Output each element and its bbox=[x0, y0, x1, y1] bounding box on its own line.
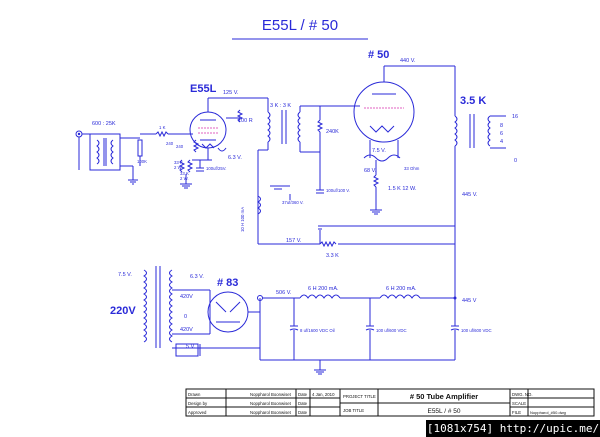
tb-dwg-no-label: DWG. NO. bbox=[512, 392, 533, 397]
tb-drawn-name: Noppharol Boonwiset bbox=[250, 392, 292, 397]
tb-scale-label: SCALE bbox=[512, 401, 526, 406]
power-supply: 220V 7.5 V. 6.3 V. 420V 0 420V 5 V. # 83… bbox=[110, 266, 492, 375]
r100k-label: 100K bbox=[137, 159, 147, 164]
v157-label: 157 V. bbox=[286, 238, 302, 244]
r240-cathode-label: 240 bbox=[176, 144, 184, 149]
tap16-label: 16 bbox=[512, 114, 518, 120]
cathode-cap-label: 100uf/25V. bbox=[206, 166, 226, 171]
tap4-label: 4 bbox=[500, 139, 503, 145]
pt5-label: 5 V. bbox=[186, 344, 196, 350]
title-block: Drawn Noppharol Boonwiset Date 4 Jan, 20… bbox=[185, 388, 595, 417]
tap8-label: 8 bbox=[500, 123, 503, 129]
rect83-label: # 83 bbox=[217, 277, 238, 289]
watermark-banner: [1081x754] http://upic.me/ bbox=[426, 420, 600, 437]
tube50-icon bbox=[353, 81, 415, 143]
tb-design-role: Design by bbox=[188, 401, 208, 406]
choke6h-a-label: 6 H 200 mA. bbox=[308, 286, 339, 292]
cap-100-100-label: 100uf/100 V. bbox=[326, 188, 350, 193]
tube50-label: # 50 bbox=[368, 49, 389, 61]
tb-approved-date-label: Date bbox=[298, 410, 308, 415]
rect83-tube-icon bbox=[207, 291, 249, 333]
e55l-stage: E55L 125 V. 100 R 240 6.3 V. 100uf/25V. … bbox=[166, 83, 253, 189]
input-xfmr-label: 600 : 25K bbox=[92, 121, 116, 127]
input-section: 600 : 25K 100K 1 K bbox=[75, 121, 193, 185]
tb-job-title-label: JOB TITLE bbox=[343, 408, 364, 413]
r68-label: 68 V. bbox=[364, 168, 377, 174]
r33k-a-label: 33 K bbox=[174, 160, 183, 165]
output-transformer: 3.5 K 445 V. 16 8 6 4 0 bbox=[454, 66, 518, 300]
tb-job-title: E55L / # 50 bbox=[427, 408, 460, 415]
v125-label: 125 V. bbox=[223, 90, 239, 96]
e55l-label: E55L bbox=[190, 83, 217, 95]
v445-b-label: 445 V bbox=[462, 298, 477, 304]
cap100b-label: 100 uf/600 VDC bbox=[461, 328, 492, 333]
tb-design-name: Noppharol Boonwiset bbox=[250, 401, 292, 406]
v506-label: 506 V. bbox=[276, 290, 292, 296]
r33k-b-label: 33 K bbox=[180, 171, 189, 176]
tb-project-title: # 50 Tube Amplifier bbox=[410, 392, 478, 401]
schematic-title: E55L / # 50 bbox=[262, 17, 338, 34]
pt75-label: 7.5 V. bbox=[118, 272, 132, 278]
cap37-label: 37uf/360 V. bbox=[282, 200, 304, 205]
r2w-a-label: 2 W. bbox=[174, 165, 183, 170]
pt420b-label: 420V bbox=[180, 327, 193, 333]
v440-label: 440 V. bbox=[400, 58, 416, 64]
interstage-transformer: 3 K : 3 K 240K bbox=[240, 97, 360, 210]
tube50-stage: # 50 440 V. 7.5 V. 33 Ohm 68 V. 1.5 K 12… bbox=[316, 49, 455, 215]
tb-design-date-label: Date bbox=[298, 401, 308, 406]
r100r-label: 100 R bbox=[238, 118, 253, 124]
r240k-label: 240K bbox=[326, 129, 339, 135]
cap100a-label: 100 uf/600 VDC bbox=[376, 328, 407, 333]
v75-label: 7.5 V. bbox=[372, 148, 386, 154]
tap0-label: 0 bbox=[514, 158, 517, 164]
tb-drawn-role: Drawn bbox=[188, 392, 201, 397]
decoupling-section: 10 H 100 mA 37uf/360 V. 157 V. 3.3 K bbox=[240, 185, 455, 259]
cap8-label: 8 uf/1600 VDC Oil bbox=[300, 328, 335, 333]
ratio35k-label: 3.5 K bbox=[460, 95, 486, 107]
tb-approved-role: Approved bbox=[188, 410, 207, 415]
r2w-b-label: 2 W. bbox=[180, 176, 189, 181]
tb-file-label: FILE bbox=[512, 410, 521, 415]
tap6-label: 6 bbox=[500, 131, 503, 137]
r240-left-label: 240 bbox=[166, 141, 174, 146]
v63-e55l-label: 6.3 V. bbox=[228, 155, 242, 161]
choke10h-label: 10 H 100 mA bbox=[240, 207, 245, 232]
tb-project-title-label: PROJECT TITLE bbox=[343, 394, 376, 399]
r1k-label: 1 K bbox=[159, 125, 166, 130]
interstage-label: 3 K : 3 K bbox=[270, 103, 291, 109]
tb-drawn-date-label: Date bbox=[298, 392, 308, 397]
pt420a-label: 420V bbox=[180, 294, 193, 300]
r15k-label: 1.5 K 12 W. bbox=[388, 186, 417, 192]
tb-drawn-date: 4 Jan, 2010 bbox=[312, 392, 335, 397]
pt63-label: 6.3 V. bbox=[190, 274, 204, 280]
r33ohm-label: 33 Ohm bbox=[404, 166, 420, 171]
mains-label: 220V bbox=[110, 305, 136, 317]
v445-a-label: 445 V. bbox=[462, 192, 478, 198]
tb-approved-name: Noppharol Boonwiset bbox=[250, 410, 292, 415]
choke6h-b-label: 6 H 200 mA. bbox=[386, 286, 417, 292]
r33k-dec-label: 3.3 K bbox=[326, 253, 339, 259]
tb-file-value: Noppharol_#50.dwg bbox=[530, 410, 566, 415]
pt0-label: 0 bbox=[184, 314, 187, 320]
